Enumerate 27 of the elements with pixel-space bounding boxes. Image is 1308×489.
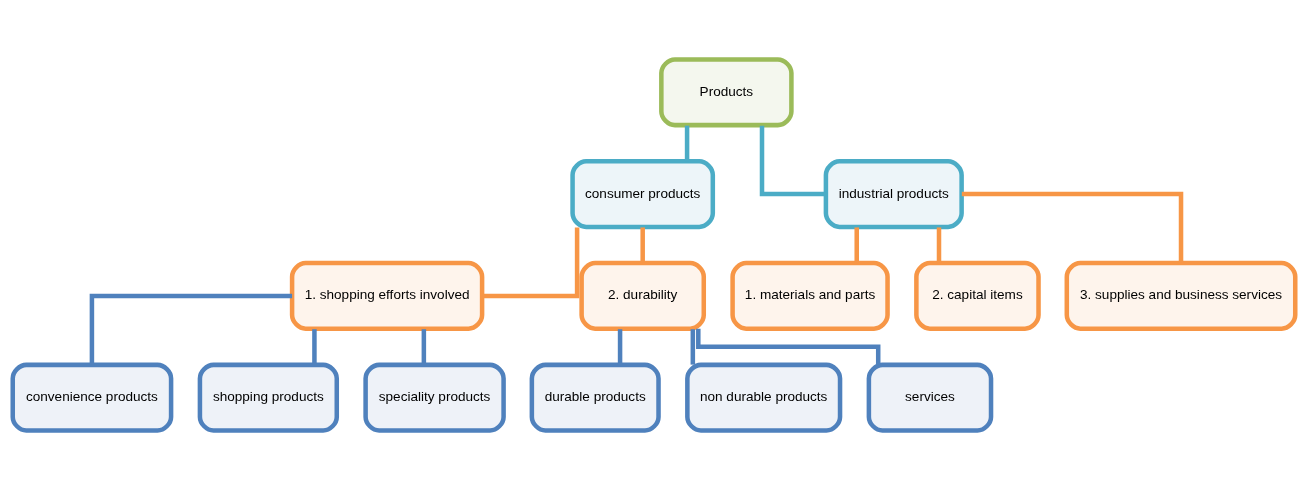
connector xyxy=(961,191,1184,263)
node-box: 1. shopping efforts involved xyxy=(289,260,485,331)
node-box: durable products xyxy=(529,362,661,433)
connector xyxy=(936,226,942,263)
connector xyxy=(312,328,317,365)
connector xyxy=(89,293,293,364)
connector xyxy=(696,328,881,365)
connector xyxy=(482,226,580,298)
node-box: consumer products xyxy=(570,158,716,229)
node-box: industrial products xyxy=(823,158,964,229)
node-box: services xyxy=(866,362,994,433)
node-box: convenience products xyxy=(10,362,174,433)
node-box: 2. durability xyxy=(579,260,706,331)
node-box: 1. materials and parts xyxy=(730,260,890,331)
node-box: shopping products xyxy=(197,362,340,433)
connector xyxy=(421,328,427,365)
connector xyxy=(690,328,696,365)
connector xyxy=(684,125,690,161)
connector xyxy=(759,125,826,196)
connector xyxy=(640,226,645,263)
node-box: 3. supplies and business services xyxy=(1064,260,1298,331)
connector xyxy=(617,328,623,365)
connector xyxy=(854,226,859,263)
node-box: non durable products xyxy=(685,362,843,433)
node-box: speciality products xyxy=(363,362,506,433)
node-box: Products xyxy=(659,56,794,127)
node-box: 2. capital items xyxy=(914,260,1041,331)
